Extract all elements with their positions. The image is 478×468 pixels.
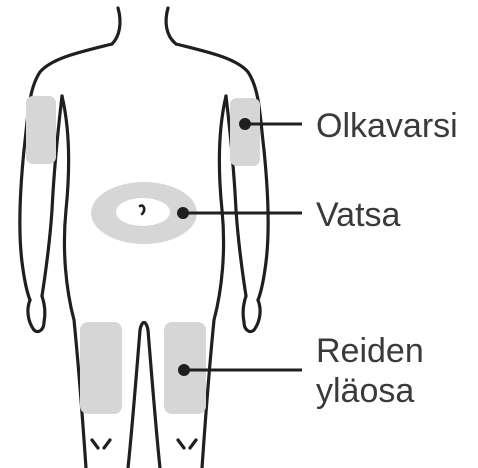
- neck-left: [112, 8, 120, 44]
- label-upper-arm: Olkavarsi: [316, 107, 458, 145]
- labels: Olkavarsi Vatsa Reiden yläosa: [316, 107, 458, 410]
- zone-left-upper-arm: [26, 96, 56, 164]
- right-knee-mark-b: [190, 440, 196, 448]
- left-hand: [28, 296, 45, 332]
- left-knee-mark-a: [92, 440, 98, 448]
- torso-right: [202, 96, 226, 468]
- right-hand: [243, 296, 260, 332]
- label-abdomen: Vatsa: [316, 196, 401, 234]
- label-thigh-line2: yläosa: [316, 372, 414, 410]
- inner-legs: [128, 323, 160, 468]
- left-knee-mark-b: [104, 440, 110, 448]
- right-knee-mark-a: [178, 440, 184, 448]
- neck-right: [166, 8, 176, 44]
- navel: [140, 206, 144, 214]
- torso-left: [62, 96, 86, 468]
- zone-right-upper-arm: [230, 98, 260, 166]
- zone-left-thigh: [80, 322, 122, 414]
- label-thigh-line1: Reiden: [316, 332, 424, 370]
